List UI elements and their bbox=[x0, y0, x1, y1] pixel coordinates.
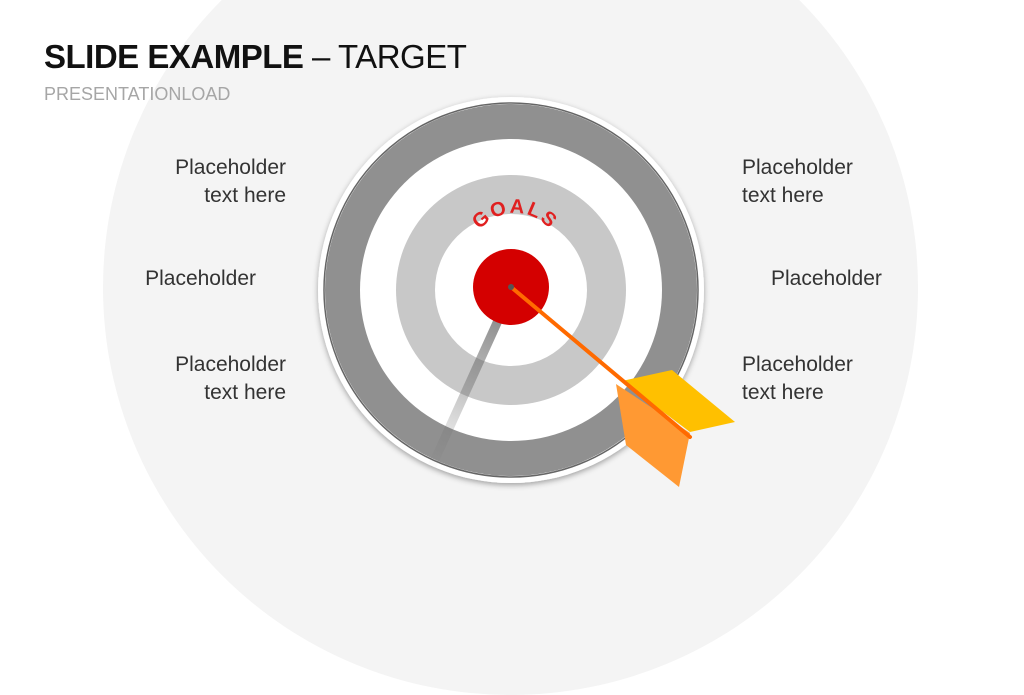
label-left-bottom: Placeholder text here bbox=[86, 351, 286, 407]
arrow-motion-trail bbox=[428, 292, 516, 468]
label-left-top-line2: text here bbox=[204, 184, 286, 207]
target-diagram: GOALS bbox=[318, 97, 735, 487]
label-left-bottom-line2: text here bbox=[204, 381, 286, 404]
label-right-bottom-line1: Placeholder bbox=[742, 353, 853, 376]
arrow-fletching-lower bbox=[616, 384, 690, 487]
slide-subtitle: PRESENTATIONLOAD bbox=[44, 84, 231, 104]
label-right-top-line2: text here bbox=[742, 184, 824, 207]
slide-title-bold: SLIDE EXAMPLE bbox=[44, 38, 304, 75]
slide-title: SLIDE EXAMPLE – TARGET bbox=[44, 38, 467, 76]
arrow-tip bbox=[508, 284, 514, 290]
arrow bbox=[508, 284, 735, 487]
label-right-top-line1: Placeholder bbox=[742, 156, 853, 179]
arrow-fletching-upper bbox=[622, 370, 735, 432]
label-right-bottom: Placeholder text here bbox=[742, 351, 942, 407]
label-left-bottom-line1: Placeholder bbox=[175, 353, 286, 376]
label-right-top: Placeholder text here bbox=[742, 154, 942, 210]
label-left-top: Placeholder text here bbox=[86, 154, 286, 210]
arrow-shaft bbox=[509, 285, 692, 439]
slide-title-rest: – TARGET bbox=[303, 38, 467, 75]
label-right-middle: Placeholder bbox=[771, 267, 882, 290]
target-rim-line bbox=[323, 102, 699, 478]
label-right-bottom-line2: text here bbox=[742, 381, 824, 404]
label-left-middle: Placeholder bbox=[145, 267, 256, 290]
label-left-top-line1: Placeholder bbox=[175, 156, 286, 179]
